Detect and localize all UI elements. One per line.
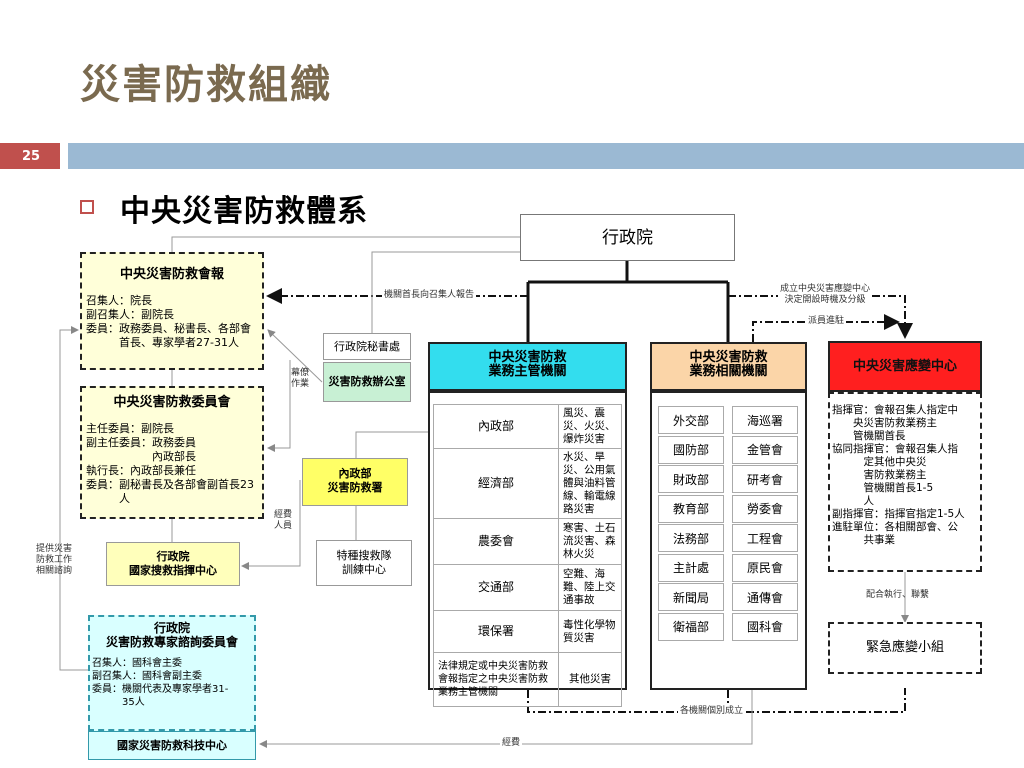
main-agency-name: 環保署 [433,610,559,653]
link-exec-council [171,236,520,252]
label-establish: 成立中央災害應變中心 決定開設時機及分級 [778,284,873,306]
expert-committee-node: 行政院 災害防救專家諮詢委員會 召集人：國科會主委 副召集人：國科會副主委 委員… [88,615,256,731]
slide-title: 災害防救組織 [80,62,332,108]
expert-committee-line1: 行政院 [153,621,190,635]
label-funding: 經費 [500,738,523,749]
related-agency-cell: 研考會 [732,465,798,493]
main-agency-name: 農委會 [433,518,559,565]
council-title: 中央災害防救會報 [119,267,224,282]
moi-agency-line1: 內政部 [338,467,372,480]
related-agency-cell: 原民會 [732,553,798,582]
edge-staff-work-1 [267,329,323,383]
related-agency-cell: 通傳會 [732,583,798,611]
main-agency-row: 環保署毒性化學物質災害 [433,610,622,653]
training-center-line1: 特種搜救隊 [336,549,392,562]
main-agency-name: 法律規定或中央災害防救會報指定之中央災害防救業務主管機關 [433,652,559,707]
main-agency-row: 經濟部水災、旱災、公用氣體與油料管線、輸電線路災害 [433,448,622,519]
related-agency-cell: 海巡署 [732,406,798,434]
emergency-team-node: 緊急應變小組 [828,622,982,674]
slide-subtitle: 中央災害防救體系 [120,194,368,229]
related-agency-cell: 國防部 [658,435,724,464]
related-agency-cell: 工程會 [732,524,798,552]
label-each-establish: 各機關個別成立 [678,706,746,717]
link-moi-main [355,431,428,458]
main-agency-name: 內政部 [433,404,559,449]
council-body: 召集人：院長 副召集人：副院長 委員：政務委員、秘書長、各部會 首長、專家學者2… [86,294,251,349]
main-agency-duty: 風災、震災、火災、爆炸災害 [558,404,622,449]
main-agency-row: 法律規定或中央災害防救會報指定之中央災害防救業務主管機關其他災害 [433,652,622,707]
related-agency-cell: 勞委會 [732,494,798,523]
related-agency-cell: 財政部 [658,465,724,493]
label-dispatch: 派員進駐 [806,316,847,327]
committee-title: 中央災害防救委員會 [113,395,231,410]
related-agencies-header-line2: 業務相關機關 [689,364,768,379]
related-agency-cell: 主計處 [658,553,724,582]
command-center-node: 行政院 國家搜救指揮中心 [106,542,240,586]
label-consult: 提供災害 防救工作 相關諮詢 [36,544,73,576]
moi-agency-line2: 災害防救署 [327,481,383,494]
emergency-center-body: 指揮官：會報召集人指定中 央災害防救業務主 管機關首長 協同指揮官：會報召集人指… [828,392,982,572]
label-funding-personnel: 經費 人員 [274,510,293,531]
committee-body: 主任委員：副院長 副主任委員：政務委員 內政部長 執行長：內政部長兼任 委員：副… [86,422,254,505]
bullet-icon [80,200,94,214]
related-agency-cell: 衛福部 [658,612,724,641]
edge-dispatch [752,314,900,342]
related-agency-cell: 國科會 [732,612,798,641]
expert-committee-line2: 災害防救專家諮詢委員會 [105,635,238,649]
related-agency-cell: 新聞局 [658,583,724,611]
edge-funding [259,690,753,748]
committee-node: 中央災害防救委員會 主任委員：副院長 副主任委員：政務委員 內政部長 執行長：內… [80,386,264,519]
edge-funding-personnel [241,480,301,570]
edge-staff-work-2 [267,360,291,452]
main-agencies-header-line2: 業務主管機關 [488,364,567,379]
main-agency-name: 交通部 [433,564,559,611]
secretariat-node: 行政院秘書處 [323,333,411,360]
main-agency-duty: 毒性化學物質災害 [558,610,622,653]
main-agencies-table: 內政部風災、震災、火災、爆炸災害經濟部水災、旱災、公用氣體與油料管線、輸電線路災… [433,404,622,707]
main-agency-row: 交通部空難、海難、陸上交通事故 [433,564,622,611]
executive-yuan-node: 行政院 [520,214,735,261]
main-agencies-header-line1: 中央災害防救 [488,350,567,365]
main-agency-duty: 其他災害 [558,652,622,707]
main-agency-duty: 空難、海難、陸上交通事故 [558,564,622,611]
label-staff-work: 幕僚 作業 [291,368,310,389]
expert-committee-body: 召集人：國科會主委 副召集人：國科會副主委 委員：機關代表及專家學者31- 35… [92,658,229,708]
related-agencies-header-line1: 中央災害防救 [689,350,768,365]
related-agencies-header: 中央災害防救 業務相關機關 [650,342,807,391]
council-node: 中央災害防救會報 召集人：院長 副召集人：副院長 委員：政務委員、秘書長、各部會… [80,252,264,370]
label-convene: 機關首長向召集人報告 [382,290,477,301]
main-agency-duty: 水災、旱災、公用氣體與油料管線、輸電線路災害 [558,448,622,519]
emergency-center-node: 中央災害應變中心 [828,341,982,392]
main-agency-duty: 寒害、土石流災害、森林火災 [558,518,622,565]
page-number: 25 [0,143,60,169]
link-secretariat [371,251,525,333]
disaster-office-node: 災害防救辦公室 [323,362,411,402]
main-agency-row: 內政部風災、震災、火災、爆炸災害 [433,404,622,449]
related-agency-cell: 金管會 [732,435,798,464]
related-agency-cell: 法務部 [658,524,724,552]
training-center-node: 特種搜救隊 訓練中心 [316,540,412,586]
related-agency-cell: 教育部 [658,494,724,523]
header-bar [68,143,1024,169]
tech-center-node: 國家災害防救科技中心 [88,731,256,760]
edge-consult [59,326,90,671]
training-center-line2: 訓練中心 [342,563,386,576]
related-agency-cell: 外交部 [658,406,724,434]
moi-agency-node: 內政部 災害防救署 [302,458,408,506]
main-agency-name: 經濟部 [433,448,559,519]
command-center-line1: 行政院 [156,550,190,563]
command-center-line2: 國家搜救指揮中心 [129,564,217,577]
label-cooperate: 配合執行、聯繫 [866,590,930,600]
main-agencies-header: 中央災害防救 業務主管機關 [428,342,627,391]
main-agency-row: 農委會寒害、土石流災害、森林火災 [433,518,622,565]
